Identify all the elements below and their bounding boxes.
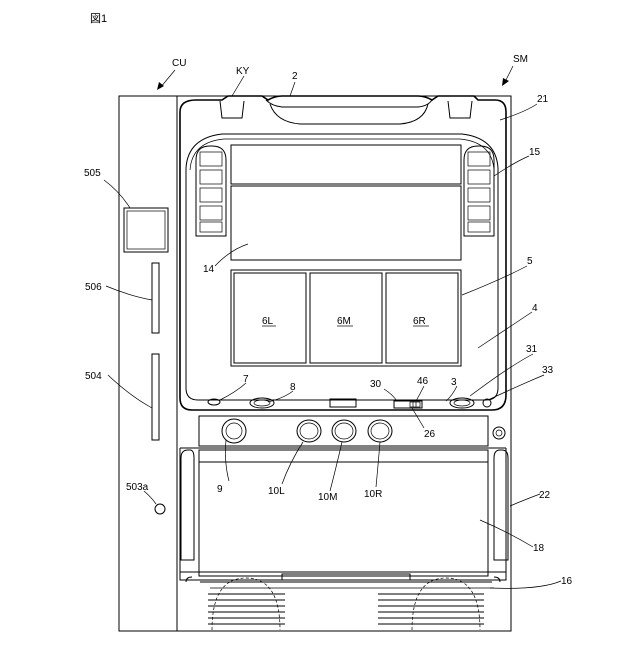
lower-operation-panel bbox=[180, 416, 506, 448]
label-7: 7 bbox=[243, 374, 249, 385]
label-ky: KY bbox=[236, 66, 250, 77]
label-cu: CU bbox=[172, 58, 186, 69]
lcd-display-14 bbox=[231, 186, 461, 260]
label-22: 22 bbox=[539, 490, 551, 501]
label-503a: 503a bbox=[126, 482, 149, 493]
side-lamp-left bbox=[181, 450, 194, 560]
label-16: 16 bbox=[561, 576, 573, 587]
label-3: 3 bbox=[451, 377, 457, 388]
card-unit-cu bbox=[119, 96, 177, 631]
right-lamp-stack-15 bbox=[464, 146, 494, 236]
label-9: 9 bbox=[217, 484, 223, 495]
label-15: 15 bbox=[529, 147, 541, 158]
arrow-cu bbox=[157, 82, 164, 90]
left-lamp-stack bbox=[196, 146, 226, 236]
button-503a bbox=[155, 504, 165, 514]
upper-display-panel bbox=[231, 145, 461, 184]
figure-title: 図1 bbox=[90, 12, 107, 25]
label-18: 18 bbox=[533, 543, 545, 554]
label-sm: SM bbox=[513, 54, 528, 65]
label-2: 2 bbox=[292, 71, 298, 82]
reel-label-6r: 6R bbox=[413, 316, 426, 327]
label-26: 26 bbox=[424, 429, 436, 440]
leader-lines bbox=[104, 66, 561, 588]
label-505: 505 bbox=[84, 168, 101, 179]
label-8: 8 bbox=[290, 382, 296, 393]
label-33: 33 bbox=[542, 365, 554, 376]
start-lever-9 bbox=[222, 419, 246, 443]
medal-tray-16 bbox=[180, 572, 506, 630]
card-slot-504 bbox=[152, 354, 159, 440]
lower-door-18 bbox=[180, 448, 508, 580]
label-5: 5 bbox=[527, 256, 533, 267]
card-unit-display-505 bbox=[124, 208, 168, 252]
arrow-sm bbox=[502, 78, 509, 86]
label-10r: 10R bbox=[364, 489, 382, 500]
key-cylinder bbox=[493, 427, 505, 439]
card-slot-506 bbox=[152, 263, 159, 333]
label-506: 506 bbox=[85, 282, 102, 293]
label-4: 4 bbox=[532, 303, 538, 314]
slot-machine-sm: 6L 6M 6R bbox=[177, 96, 511, 631]
label-46: 46 bbox=[417, 376, 429, 387]
label-10m: 10M bbox=[318, 492, 337, 503]
label-14: 14 bbox=[203, 264, 215, 275]
label-504: 504 bbox=[85, 371, 102, 382]
label-21: 21 bbox=[537, 94, 549, 105]
label-31: 31 bbox=[526, 344, 538, 355]
reel-label-6l: 6L bbox=[262, 316, 274, 327]
label-10l: 10L bbox=[268, 486, 285, 497]
label-30: 30 bbox=[370, 379, 382, 390]
reel-window-5: 6L 6M 6R bbox=[231, 270, 461, 366]
reel-label-6m: 6M bbox=[337, 316, 351, 327]
